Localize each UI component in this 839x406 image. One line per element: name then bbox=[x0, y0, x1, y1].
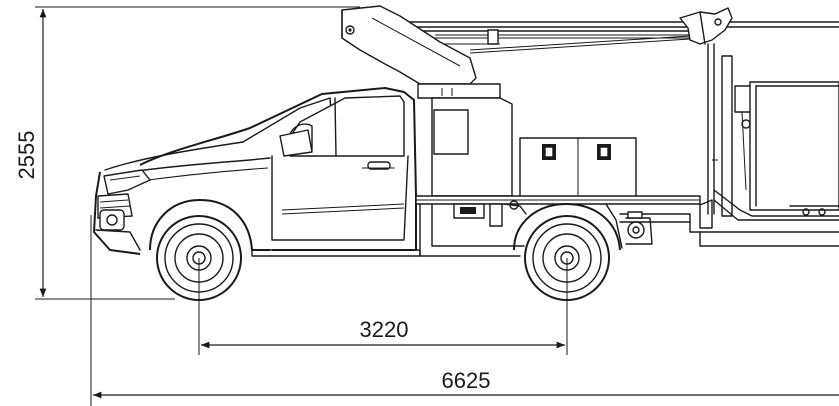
aerial-boom bbox=[384, 7, 839, 54]
work-platform bbox=[699, 43, 839, 229]
wheelbase-dimension-label: 3220 bbox=[360, 317, 409, 342]
height-dimension: 2555 bbox=[14, 6, 360, 300]
wheelbase-dimension: 3220 bbox=[198, 258, 568, 355]
overall-length-dimension-label: 6625 bbox=[442, 368, 491, 393]
overall-length-dimension: 6625 bbox=[90, 215, 839, 406]
rear-body bbox=[415, 137, 839, 257]
truck-cab bbox=[93, 87, 421, 257]
height-dimension-label: 2555 bbox=[14, 131, 39, 180]
front-wheel bbox=[156, 215, 242, 301]
boom-turret bbox=[341, 5, 513, 197]
rear-wheel bbox=[524, 215, 610, 301]
